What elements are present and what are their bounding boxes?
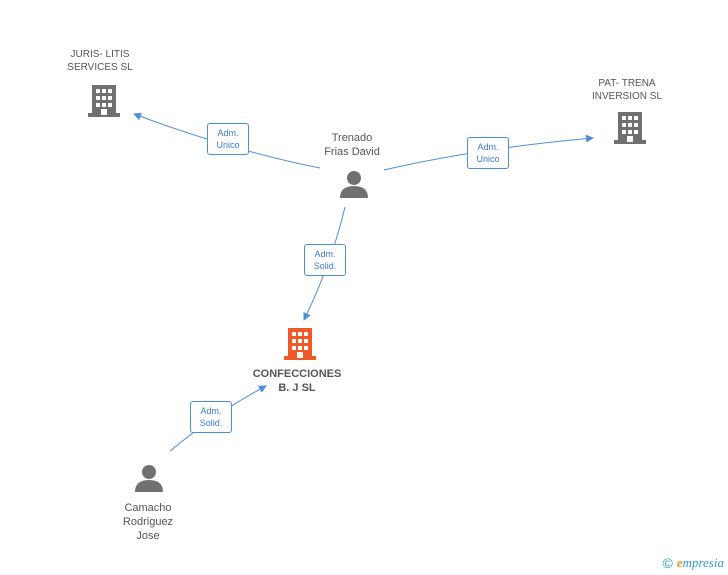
edge-label-line1: Adm. [477, 142, 499, 152]
edge-label-line1: Adm. [200, 406, 222, 416]
edge-label-adm-unico: Adm. Unico [207, 123, 249, 155]
edge-label-adm-solid: Adm. Solid. [190, 401, 232, 433]
node-label-juris-litis[interactable]: JURIS- LITIS SERVICES SL [67, 49, 133, 73]
node-label-trenado-frias-david[interactable]: Trenado Frias David [324, 132, 380, 158]
building-icon[interactable] [614, 112, 646, 144]
edge-label-adm-unico: Adm. Unico [467, 137, 509, 169]
edge-label-line1: Adm. [217, 128, 239, 138]
person-icon[interactable] [340, 171, 368, 198]
copyright-icon: © [662, 555, 673, 571]
node-label-pat-trena[interactable]: PAT- TRENA INVERSION SL [591, 78, 663, 102]
node-label-camacho-rodriguez-jose[interactable]: Camacho Rodriguez Jose [122, 502, 174, 542]
empresia-logo[interactable]: empresia [677, 555, 724, 571]
building-icon[interactable] [88, 85, 120, 117]
building-main-icon[interactable] [284, 328, 316, 360]
person-icon[interactable] [135, 465, 163, 492]
brand-rest: mpresia [682, 555, 724, 570]
edge-label-adm-solid: Adm. Solid. [304, 244, 346, 276]
edge-label-line2: Solid. [199, 418, 223, 428]
edge-label-line2: Solid. [313, 261, 337, 271]
edge-label-line2: Unico [216, 140, 240, 150]
edge-label-line2: Unico [476, 154, 500, 164]
node-label-confecciones-bj[interactable]: CONFECCIONES B. J SL [252, 368, 342, 394]
edge-label-line1: Adm. [314, 249, 336, 259]
brand-initial: e [676, 555, 683, 570]
footer-watermark: © empresia [662, 555, 724, 571]
